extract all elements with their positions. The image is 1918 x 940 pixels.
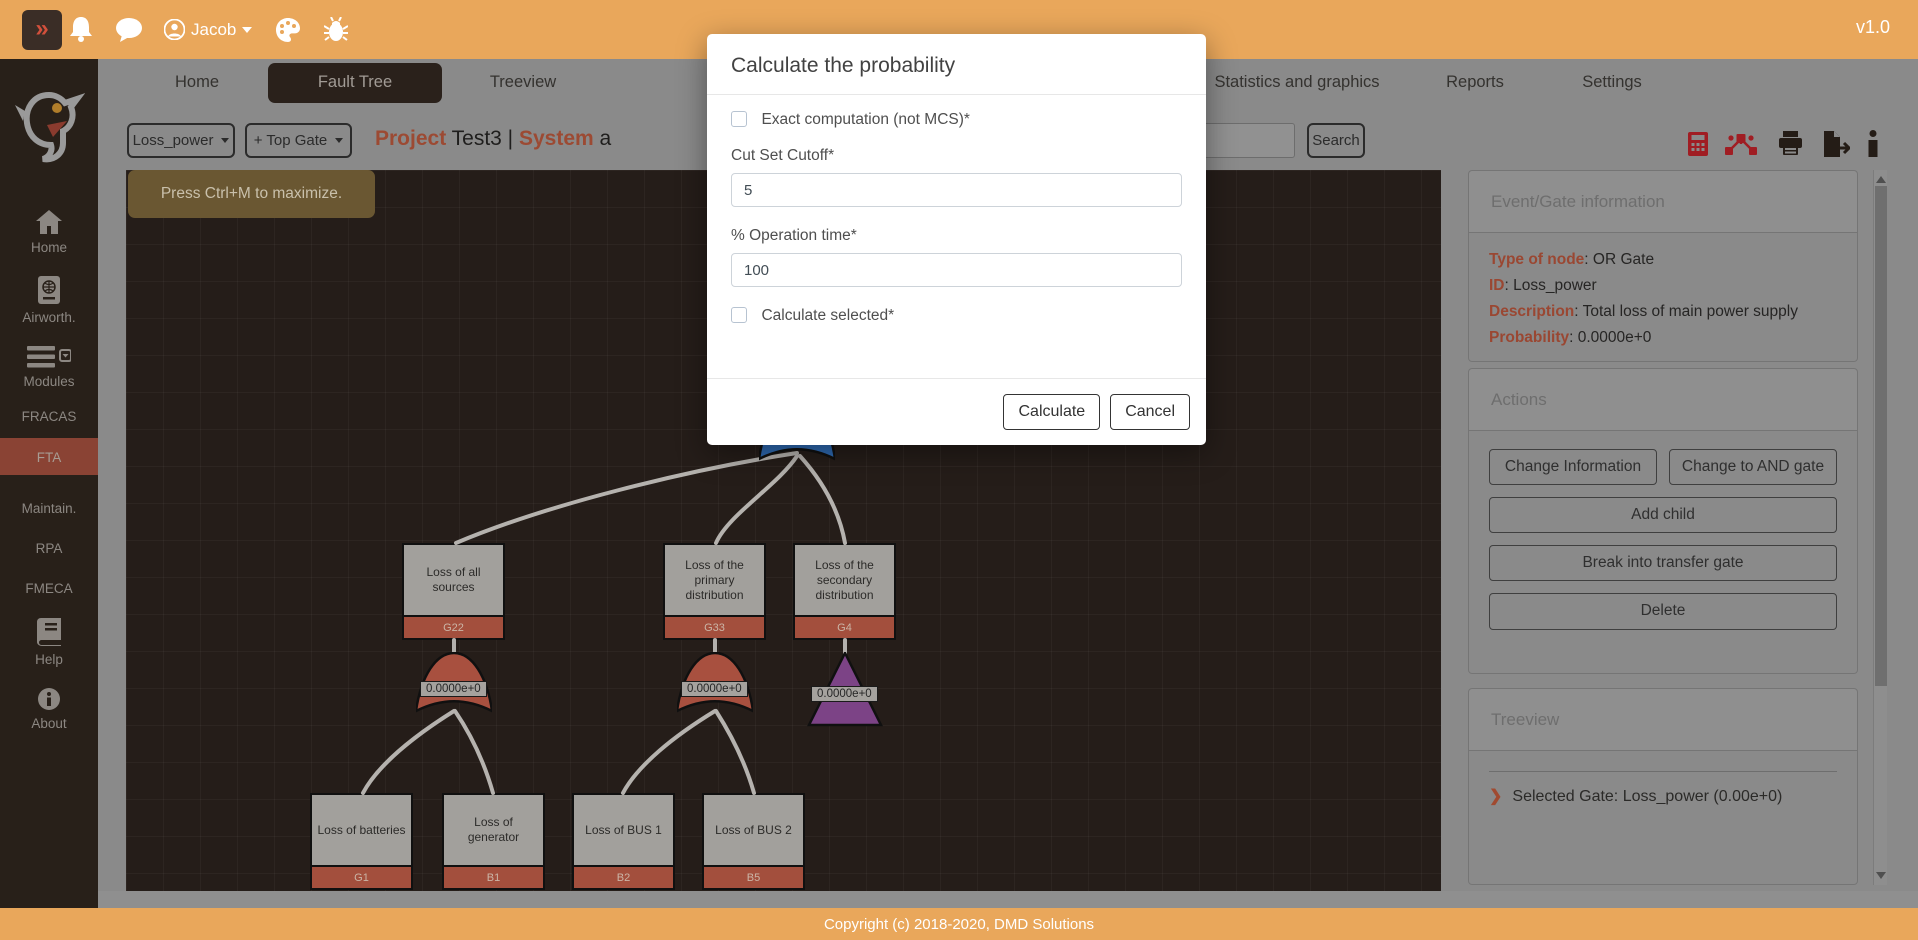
cut-set-cutoff-input[interactable] — [731, 173, 1182, 207]
horizontal-scrollbar[interactable] — [98, 891, 1918, 908]
sidebar-item-label: Maintain. — [0, 501, 98, 516]
modules-icon — [27, 356, 71, 371]
sidebar-item-label: FTA — [0, 450, 98, 465]
panel-scrollbar[interactable] — [1873, 170, 1887, 885]
footer: Copyright (c) 2018-2020, DMD Solutions — [0, 908, 1918, 940]
gate-selector-dropdown[interactable]: Loss_power — [127, 123, 235, 158]
event-gate-info-card: Event/Gate information Type of node: OR … — [1468, 170, 1858, 362]
sidebar-item-label: RPA — [0, 541, 98, 556]
sidebar-item-fmeca[interactable]: FMECA — [0, 578, 98, 596]
probability-chip: 0.0000e+0 — [420, 681, 487, 697]
treeview-card: Treeview ❯Selected Gate: Loss_power (0.0… — [1468, 688, 1858, 885]
calculate-selected-checkbox[interactable] — [731, 307, 747, 323]
exact-computation-checkbox[interactable] — [731, 111, 747, 127]
diagram-icon[interactable] — [1725, 134, 1757, 161]
event-gate-info-header: Event/Gate information — [1469, 171, 1857, 233]
sidebar: HomeAirworth. ModulesFRACAS FTA Maintain. RP… — [0, 59, 98, 908]
sidebar-item-airworth[interactable]: Airworth. — [0, 276, 98, 325]
palette-icon[interactable] — [276, 18, 300, 42]
print-icon[interactable] — [1778, 131, 1803, 161]
copyright-text: Copyright (c) 2018-2020, DMD Solutions — [824, 916, 1094, 933]
operation-time-input[interactable] — [731, 253, 1182, 287]
cut-set-cutoff-label: Cut Set Cutoff* — [731, 147, 1182, 165]
calculator-icon[interactable] — [1687, 131, 1709, 162]
tab-reports[interactable]: Reports — [1428, 59, 1522, 108]
chevron-down-icon — [335, 138, 343, 143]
tab-settings[interactable]: Settings — [1564, 59, 1660, 108]
tab-home[interactable]: Home — [157, 59, 237, 108]
info-icon[interactable] — [1867, 130, 1879, 162]
tab-fault-tree[interactable]: Fault Tree — [300, 59, 410, 108]
info-line: Type of node: OR Gate — [1489, 251, 1837, 269]
passport-icon — [38, 292, 60, 307]
tab-statistics-and-graphics[interactable]: Statistics and graphics — [1196, 59, 1397, 108]
probability-chip: 0.0000e+0 — [811, 686, 878, 702]
bell-icon[interactable] — [70, 17, 92, 42]
add-top-gate-dropdown[interactable]: + Top Gate — [245, 123, 352, 158]
sidebar-item-modules[interactable]: Modules — [0, 346, 98, 389]
app-logo-bird-icon — [13, 81, 85, 165]
collapse-sidebar-button[interactable]: » — [22, 10, 62, 50]
calculate-selected-label: Calculate selected* — [761, 307, 894, 324]
break-into-transfer-gate-button[interactable]: Break into transfer gate — [1489, 545, 1837, 581]
calculate-probability-modal: Calculate the probability Exact computat… — [707, 34, 1206, 445]
exact-computation-label: Exact computation (not MCS)* — [761, 111, 969, 128]
info-icon — [38, 698, 60, 713]
sidebar-item-label: Modules — [0, 374, 98, 389]
calculate-button[interactable]: Calculate — [1003, 394, 1100, 430]
sidebar-item-help[interactable]: Help — [0, 618, 98, 667]
chevron-right-icon[interactable]: ❯ — [1489, 788, 1502, 805]
modal-title: Calculate the probability — [707, 34, 1206, 95]
treeview-selected-gate[interactable]: ❯Selected Gate: Loss_power (0.00e+0) — [1489, 786, 1837, 806]
cancel-button[interactable]: Cancel — [1110, 394, 1190, 430]
export-icon[interactable] — [1822, 131, 1850, 162]
change-to-and-gate-button[interactable]: Change to AND gate — [1669, 449, 1837, 485]
divider — [1489, 771, 1837, 772]
info-line: ID: Loss_power — [1489, 277, 1837, 295]
chevron-down-icon — [221, 138, 229, 143]
user-icon — [164, 19, 185, 40]
sidebar-item-home[interactable]: Home — [0, 210, 98, 255]
sidebar-item-label: FMECA — [0, 581, 98, 596]
sidebar-item-label: Home — [0, 240, 98, 255]
scroll-down-arrow[interactable] — [1876, 872, 1886, 879]
scroll-up-arrow[interactable] — [1876, 176, 1886, 183]
chat-icon[interactable] — [116, 18, 142, 42]
treeview-header: Treeview — [1469, 689, 1857, 751]
sidebar-item-about[interactable]: About — [0, 688, 98, 731]
book-icon — [37, 634, 61, 649]
sidebar-item-maintain[interactable]: Maintain. — [0, 498, 98, 516]
page-title: Project Test3 | System a — [375, 127, 611, 151]
user-menu[interactable]: Jacob — [164, 19, 252, 40]
probability-chip: 0.0000e+0 — [681, 681, 748, 697]
info-line: Description: Total loss of main power su… — [1489, 303, 1837, 321]
sidebar-item-fracas[interactable]: FRACAS — [0, 406, 98, 424]
version-label: v1.0 — [1856, 17, 1890, 38]
sidebar-item-label: FRACAS — [0, 409, 98, 424]
info-line: Probability: 0.0000e+0 — [1489, 329, 1837, 347]
bug-icon[interactable] — [324, 17, 348, 43]
actions-header: Actions — [1469, 369, 1857, 431]
chevron-down-icon — [242, 27, 252, 33]
tab-treeview[interactable]: Treeview — [472, 59, 574, 108]
home-icon — [36, 222, 62, 237]
sidebar-item-label: Help — [0, 652, 98, 667]
sidebar-item-fta[interactable]: FTA — [0, 438, 98, 475]
change-information-button[interactable]: Change Information — [1489, 449, 1657, 485]
operation-time-label: % Operation time* — [731, 227, 1182, 245]
add-child-button[interactable]: Add child — [1489, 497, 1837, 533]
sidebar-item-rpa[interactable]: RPA — [0, 538, 98, 556]
sidebar-item-label: Airworth. — [0, 310, 98, 325]
scrollbar-thumb[interactable] — [1875, 186, 1887, 686]
user-name: Jacob — [191, 20, 236, 40]
actions-card: Actions Change Information Change to AND … — [1468, 368, 1858, 674]
sidebar-item-label: About — [0, 716, 98, 731]
search-button[interactable]: Search — [1307, 123, 1365, 158]
delete-button[interactable]: Delete — [1489, 593, 1837, 629]
